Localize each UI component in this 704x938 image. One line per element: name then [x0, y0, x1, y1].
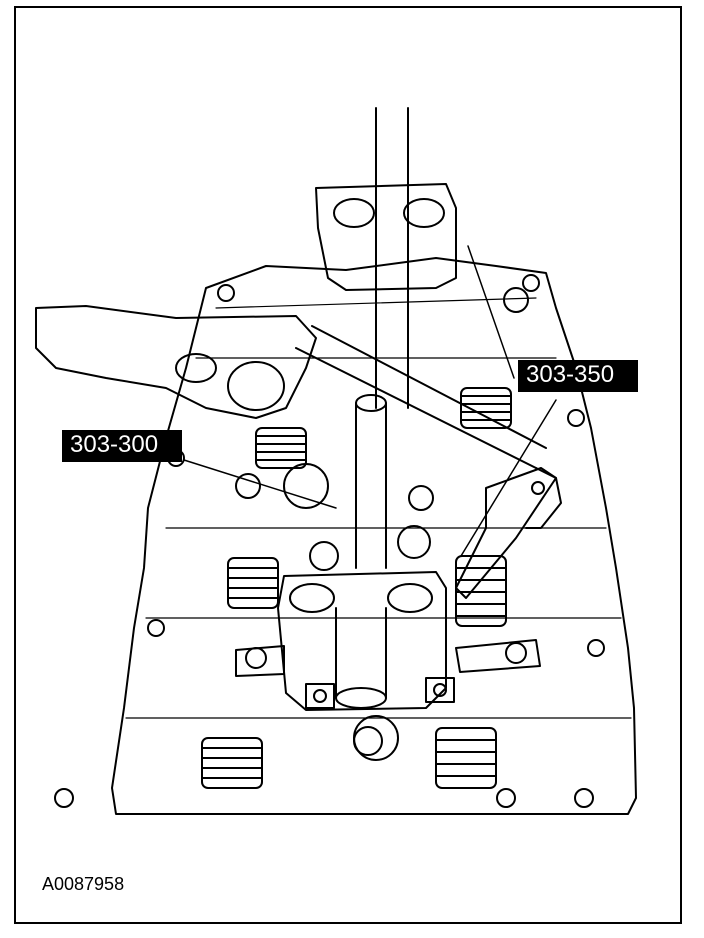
lever-tool-handle [35, 305, 317, 419]
leader-303-300 [183, 459, 337, 509]
cylinder-head-outline [111, 257, 637, 815]
upper-tool-bracket [315, 183, 457, 291]
leader-303-350 [460, 245, 557, 557]
engine-head-illustration [35, 107, 637, 815]
tool-rod-upper [375, 107, 409, 409]
valve-springs-left [201, 427, 307, 789]
figure-id: A0087958 [42, 874, 125, 894]
lower-tool-bracket [277, 571, 447, 711]
figure-frame [14, 6, 682, 924]
valve-springs-right [435, 387, 512, 789]
callout-303-300: 303-300 [62, 430, 182, 462]
callout-303-350: 303-350 [518, 360, 638, 392]
